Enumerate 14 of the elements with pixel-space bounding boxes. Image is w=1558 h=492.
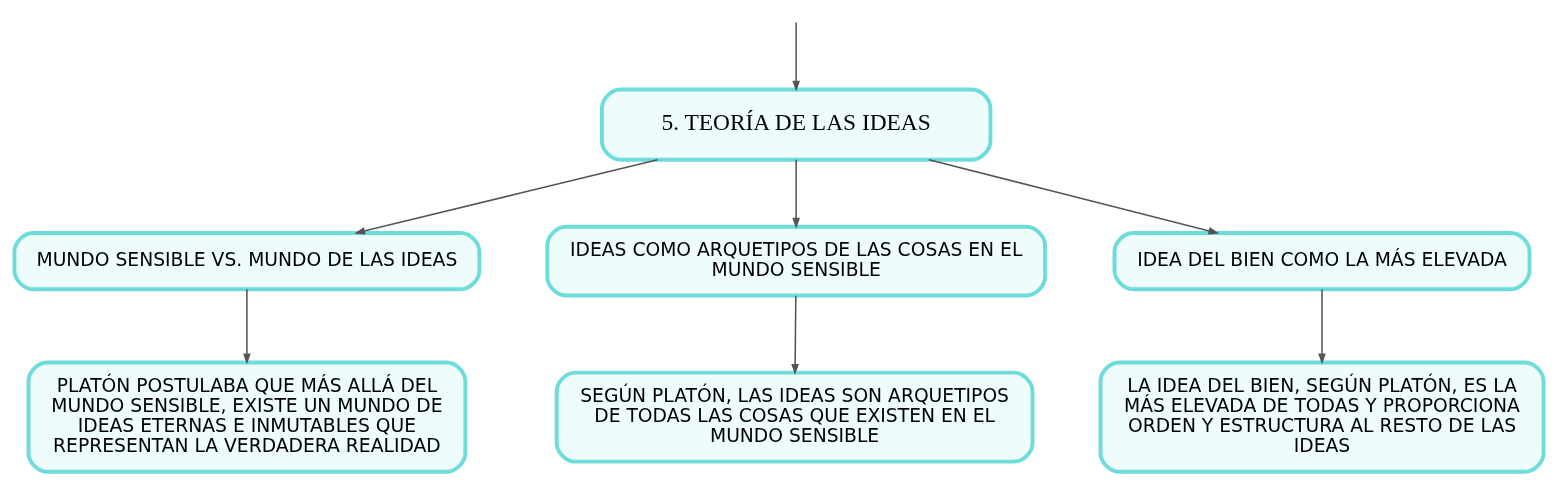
arrow xyxy=(791,294,799,375)
node-box: 5. TEORÍA DE LAS IDEAS xyxy=(599,87,993,162)
node-box: IDEAS COMO ARQUETIPOS DE LAS COSAS EN EL MUNDO SENSIBLE xyxy=(545,224,1047,297)
arrow xyxy=(1318,288,1326,364)
node-box: IDEA DEL BIEN COMO LA MÁS ELEVADA xyxy=(1112,230,1532,291)
arrow xyxy=(792,158,800,229)
node-box: PLATÓN POSTULABA QUE MÁS ALLÁ DEL MUNDO SENSIBLE, EXISTE UN MUNDO DE IDEAS ETERNAS E INMUTABLES QUE REPRESENTAN LA VERDADERA REALIDAD xyxy=(26,360,468,474)
node-box: SEGÚN PLATÓN, LAS IDEAS SON ARQUETIPOS DE TODAS LAS COSAS QUE EXISTEN EN EL MUNDO SENSIBLE xyxy=(554,370,1035,464)
node-box: LA IDEA DEL BIEN, SEGÚN PLATÓN, ES LA MÁS ELEVADA DE TODAS Y PROPORCIONA ORDEN Y ESTRUCTURA AL RESTO DE LAS IDEAS xyxy=(1098,360,1546,474)
arrow xyxy=(354,158,659,235)
arrow xyxy=(243,288,251,364)
arrow xyxy=(792,21,800,92)
arrow xyxy=(928,158,1220,235)
node-box: MUNDO SENSIBLE VS. MUNDO DE LAS IDEAS xyxy=(12,230,482,291)
